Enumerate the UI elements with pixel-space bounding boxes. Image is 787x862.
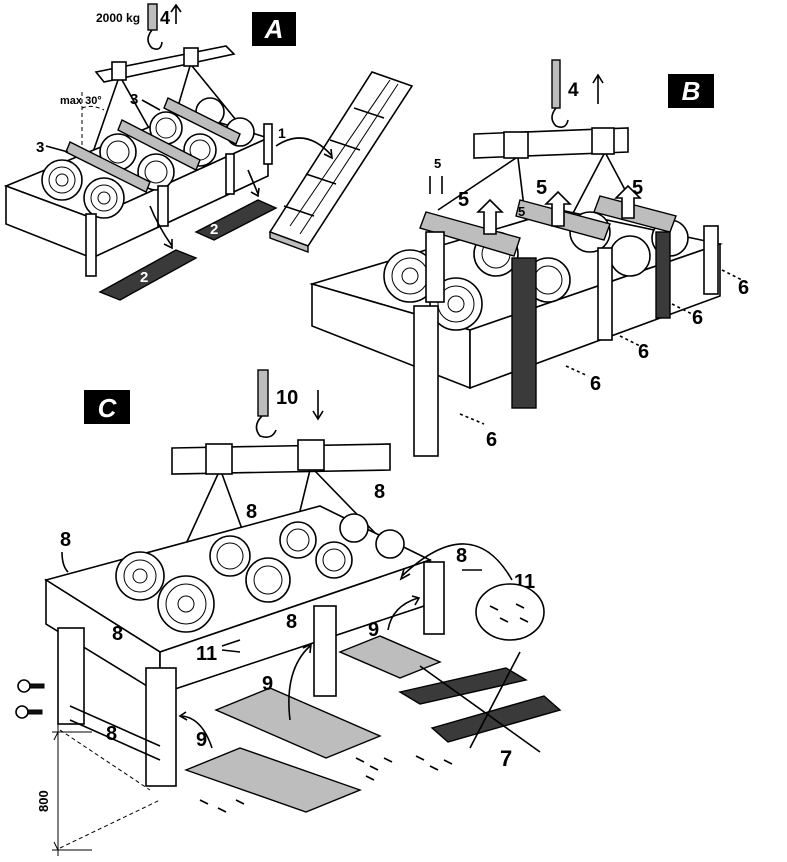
- svg-text:A: A: [264, 14, 284, 44]
- step-8-label-c1: 8: [60, 529, 71, 551]
- mounting-foot-c3: [338, 635, 442, 679]
- step-3-label-a1: 3: [36, 139, 44, 156]
- transport-plate-a1: [98, 249, 198, 301]
- step-8-label-c2: 8: [246, 501, 257, 523]
- panel-c-tag: C: [84, 390, 130, 424]
- panel-a-tag: A: [252, 12, 296, 46]
- height-label: 800: [36, 790, 51, 812]
- load-capacity-label: 2000 kg: [96, 11, 140, 25]
- panel-c: C 10 8: [15, 369, 562, 856]
- step-10-label: 10: [276, 387, 298, 409]
- step-8-label-c7: 8: [106, 723, 117, 745]
- step-4-label-b: 4: [568, 80, 579, 101]
- condenser-unit-c: [44, 505, 445, 787]
- step-5-label-b1: 5: [434, 156, 441, 171]
- panel-b: B 4: [309, 59, 749, 457]
- step-9-label-c1: 9: [196, 729, 207, 751]
- discarded-plates: [398, 651, 562, 753]
- up-arrow-a: [170, 3, 182, 24]
- step-2-label-a2: 2: [210, 221, 218, 238]
- bolt-bag: [475, 583, 545, 641]
- spreader-beam-a: [94, 45, 236, 83]
- step-5-label-b4: 5: [632, 177, 643, 199]
- step-6-label-b3: 6: [638, 341, 649, 363]
- step-8-label-c3: 8: [374, 481, 385, 503]
- pallet-frame: [268, 71, 414, 254]
- condenser-unit-a: [3, 97, 273, 277]
- svg-text:B: B: [682, 76, 701, 106]
- step-5-label-b3: 5: [536, 177, 547, 199]
- step-9-label-c3: 9: [368, 619, 379, 641]
- step-7-label: 7: [500, 746, 512, 771]
- step-8-label-c6: 8: [112, 623, 123, 645]
- step-3-label-a2: 3: [130, 91, 138, 108]
- eye-bolts: [15, 679, 45, 719]
- mounting-foot-c1: [184, 747, 362, 813]
- angle-label: max 30°: [60, 95, 102, 107]
- step-5-label-b2: 5: [458, 189, 469, 211]
- step-1-label: 1: [278, 125, 286, 141]
- svg-text:C: C: [98, 393, 118, 423]
- panel-b-tag: B: [668, 74, 714, 108]
- panel-a: A 2000 kg 4 max 30°: [3, 3, 414, 301]
- step-11-label-c1: 11: [196, 643, 217, 665]
- step-8-label-c5: 8: [286, 611, 297, 633]
- height-dimension: [52, 716, 92, 856]
- step-2-label-a1: 2: [140, 269, 148, 286]
- step-9-label-c2: 9: [262, 673, 273, 695]
- step-6-label-b4: 6: [692, 307, 703, 329]
- step-4-label-a: 4: [160, 8, 170, 28]
- step-6-label-b1: 6: [486, 429, 497, 451]
- step-6-label-b5: 6: [738, 277, 749, 299]
- step-6-label-b2: 6: [590, 373, 601, 395]
- crane-hook-a: [147, 3, 163, 50]
- step-5-label-b5: 5: [518, 204, 525, 219]
- transport-plate-a2: [194, 199, 278, 241]
- spreader-beam-c: [171, 443, 391, 475]
- mounting-foot-c2: [214, 687, 382, 759]
- condenser-unit-b: [309, 195, 723, 457]
- step-8-label-c4: 8: [456, 545, 467, 567]
